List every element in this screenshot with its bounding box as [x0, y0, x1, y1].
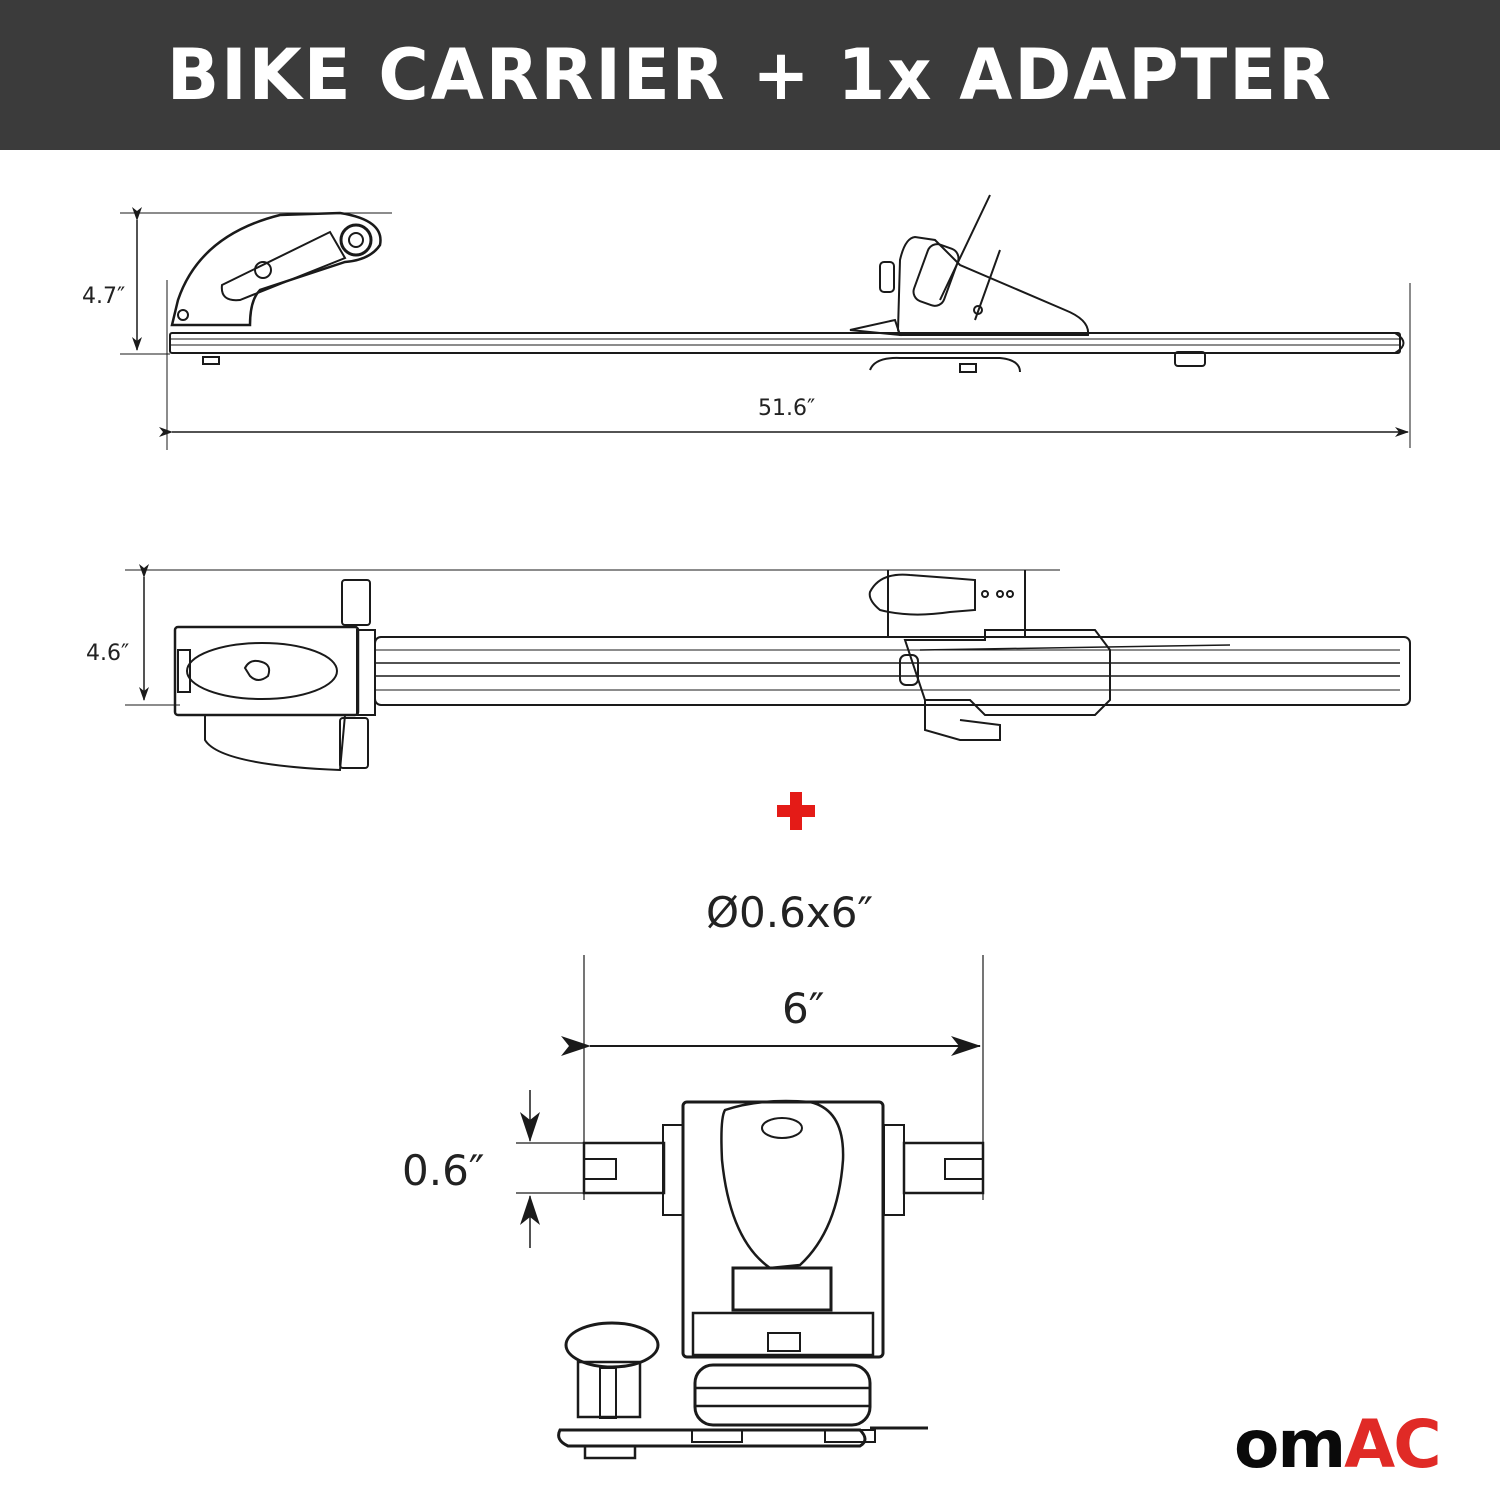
- adapter-width-label: 6″: [782, 984, 825, 1033]
- logo-part-om: om: [1234, 1406, 1346, 1483]
- adapter-drawing: [516, 955, 985, 1460]
- side-view-drawing: [120, 194, 1411, 450]
- side-length-label: 51.6″: [758, 396, 816, 421]
- top-width-label: 4.6″: [86, 641, 130, 666]
- logo-part-ac: AC: [1344, 1406, 1442, 1483]
- page-title: BIKE CARRIER + 1x ADAPTER: [166, 34, 1333, 116]
- side-height-label: 4.7″: [82, 284, 126, 309]
- adapter-diameter-label: 0.6″: [402, 1146, 485, 1195]
- plus-icon: [777, 792, 815, 830]
- top-view-drawing: [125, 564, 1411, 772]
- title-banner: BIKE CARRIER + 1x ADAPTER: [0, 0, 1500, 150]
- adapter-spec-label: Ø0.6x6″: [706, 888, 874, 937]
